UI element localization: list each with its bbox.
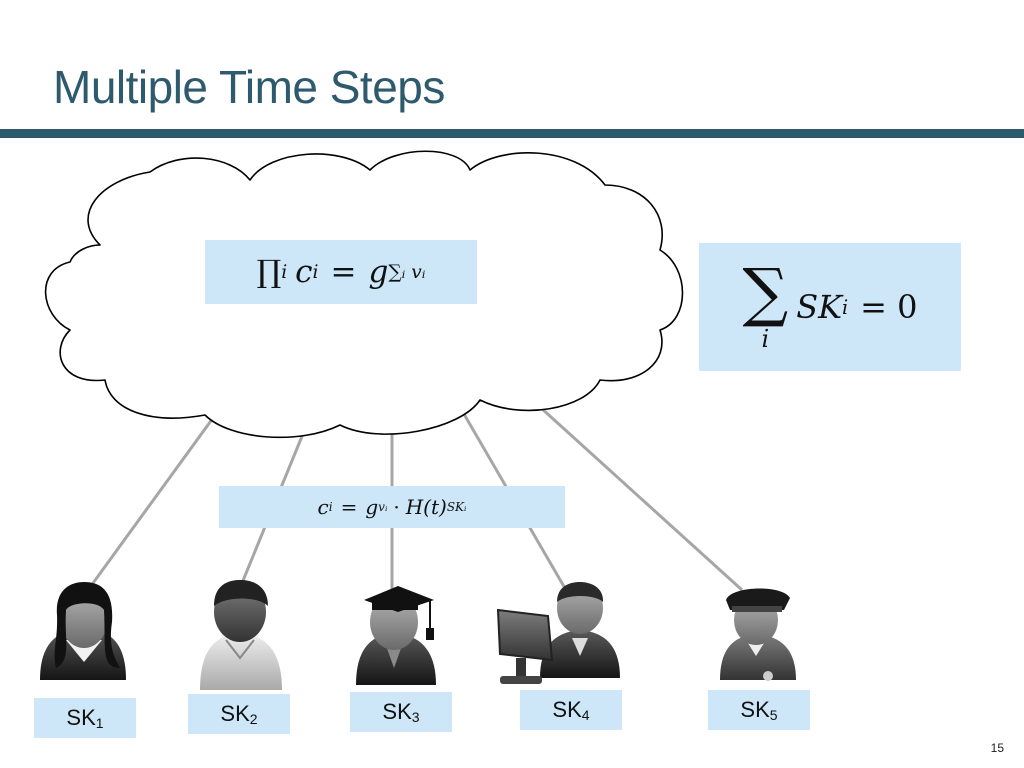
sk-label-index: 2 bbox=[249, 711, 258, 727]
sk-label-text: SK bbox=[382, 699, 412, 724]
sk-label-index: 3 bbox=[411, 709, 420, 725]
sk-label-text: SK bbox=[552, 697, 582, 722]
cipher-g: g bbox=[365, 495, 379, 519]
key-sum-operator: ∑ bbox=[742, 256, 789, 330]
cipher-g-exponent: vᵢ bbox=[378, 500, 388, 514]
page-number: 15 bbox=[990, 741, 1004, 755]
cipher-hash: H(t) bbox=[405, 495, 447, 519]
cipher-hash-exponent: SKᵢ bbox=[446, 500, 467, 514]
slide-title: Multiple Time Steps bbox=[53, 61, 445, 113]
cipher-equals: = bbox=[340, 495, 358, 519]
male-user-icon bbox=[200, 580, 282, 690]
key-sum-var-sub: i bbox=[842, 295, 849, 319]
product-base: g bbox=[368, 254, 389, 290]
connector-lines bbox=[86, 396, 744, 592]
sk-label-text: SK bbox=[220, 701, 250, 726]
product-index: i bbox=[281, 261, 288, 283]
sk-label-index: 1 bbox=[95, 715, 104, 731]
female-user-icon bbox=[40, 582, 126, 680]
cipher-dot: · bbox=[393, 495, 400, 519]
sk-label-index: 4 bbox=[581, 707, 590, 723]
police-user-icon bbox=[720, 588, 796, 681]
cipher-lhs: c bbox=[317, 495, 329, 519]
computer-user-icon bbox=[496, 582, 620, 684]
product-equals: = bbox=[330, 254, 357, 290]
graduate-user-icon bbox=[356, 586, 436, 685]
sk-label-text: SK bbox=[66, 705, 96, 730]
cipher-lhs-sub: i bbox=[328, 500, 333, 514]
connector-sk5 bbox=[528, 396, 744, 592]
connector-sk1 bbox=[86, 417, 215, 591]
sk-label-index: 5 bbox=[769, 707, 778, 723]
sk-label-text: SK bbox=[740, 697, 770, 722]
key-sum-var: SK bbox=[796, 288, 843, 326]
title-rule bbox=[0, 129, 1024, 138]
product-operator: ∏ bbox=[256, 254, 282, 290]
key-sum-result: = 0 bbox=[860, 288, 918, 326]
product-exponent: ∑ᵢ vᵢ bbox=[388, 261, 426, 283]
key-sum-index: i bbox=[761, 325, 770, 353]
key-sum-operator-group: ∑ i bbox=[742, 256, 789, 353]
product-var: c bbox=[295, 254, 313, 290]
product-var-sub: i bbox=[312, 261, 319, 283]
